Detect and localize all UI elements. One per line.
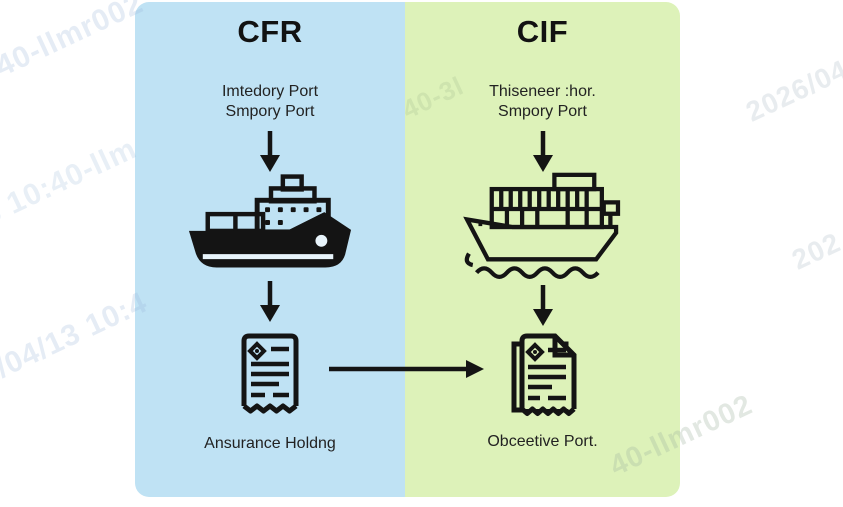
- invoice-receipt-icon: [241, 333, 299, 414]
- down-arrow-icon: [532, 130, 553, 172]
- cif-subtitle-line2: Smpory Port: [498, 102, 587, 120]
- cfr-subtitle-line2: Smpory Port: [225, 102, 315, 120]
- watermark-text: /13 10:40-llm: [0, 131, 142, 244]
- cif-bottom-label: Obceetive Port.: [487, 432, 598, 450]
- right-arrow-icon: [329, 360, 484, 378]
- down-arrow-icon: [532, 284, 553, 326]
- down-arrow-icon: [260, 280, 280, 322]
- watermark-text: 202: [787, 226, 843, 276]
- panel-cif: CIF Thiseneer :hor. Smpory Port: [405, 2, 680, 497]
- stacked-documents-icon: [511, 333, 576, 416]
- panel-cfr: CFR Imtedory Port Smpory Port: [135, 2, 405, 497]
- container-ship-outline-icon: [462, 172, 620, 279]
- cfr-ship: [186, 173, 354, 274]
- watermark-text: 26/04/13 10:4: [0, 285, 153, 400]
- cif-document: [506, 332, 580, 423]
- watermark-text: 0:40-llmr002: [0, 0, 149, 96]
- watermark-text: 2026/04: [741, 53, 843, 128]
- cfr-bottom-label: Ansurance Holdng: [204, 434, 336, 452]
- cif-title: CIF: [516, 14, 569, 49]
- down-arrow-icon: [260, 130, 280, 172]
- cfr-document: [238, 332, 302, 421]
- cargo-ship-solid-icon: [188, 173, 352, 268]
- cfr-subtitle-line1: Imtedory Port: [221, 82, 319, 100]
- cfr-subtitle: Imtedory Port Smpory Port: [222, 82, 318, 122]
- cif-ship: [456, 172, 630, 284]
- cif-subtitle-line1: Thiseneer :hor.: [489, 82, 596, 100]
- cfr-title: CFR: [237, 14, 303, 49]
- cif-subtitle: Thiseneer :hor. Smpory Port: [489, 82, 596, 122]
